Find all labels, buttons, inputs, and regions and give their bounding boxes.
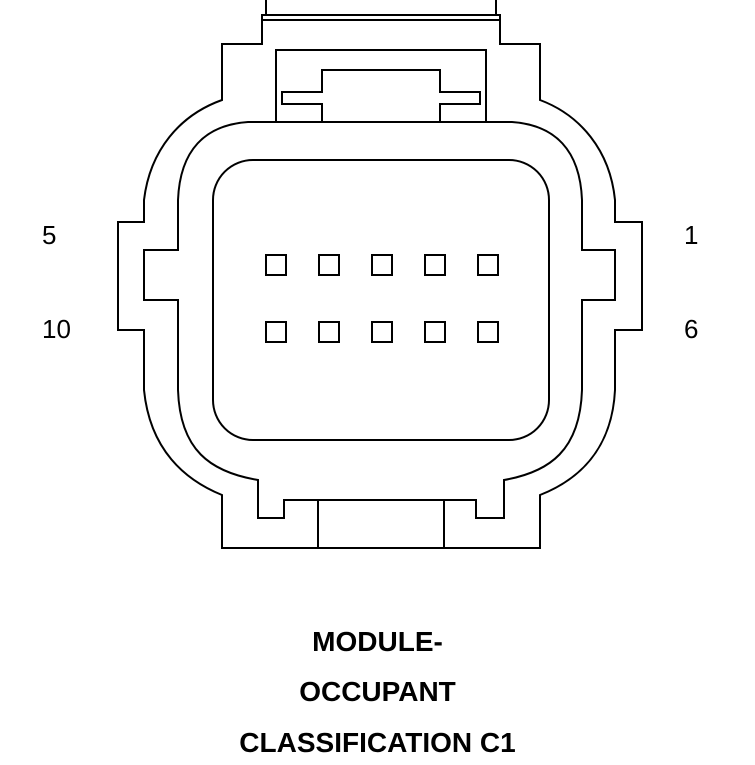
pin-cavity (265, 321, 287, 343)
bottom-key-notch (317, 500, 445, 548)
connector-outer-shell (117, 19, 643, 549)
pin-cavity (477, 254, 499, 276)
pin-cavity (318, 321, 340, 343)
latch-frame (275, 49, 487, 122)
pin-cavity-face (212, 159, 550, 441)
pin-cavity (371, 321, 393, 343)
pin-grid (265, 254, 499, 343)
caption-line-2: OCCUPANT (299, 676, 456, 707)
caption-line-3: CLASSIFICATION C1 (239, 727, 516, 758)
connector-inner-shell (143, 121, 616, 519)
pin-cavity (477, 321, 499, 343)
latch-outer (265, 0, 497, 16)
pin-label-1: 1 (684, 220, 699, 250)
pin-cavity (424, 254, 446, 276)
pin-label-10: 10 (42, 314, 71, 344)
latch-tab (281, 69, 481, 122)
pin-label-6: 6 (684, 314, 699, 344)
caption-line-1: MODULE- (312, 626, 443, 657)
pin-label-5: 5 (42, 220, 57, 250)
pin-cavity (318, 254, 340, 276)
pin-cavity (424, 321, 446, 343)
pin-cavity (265, 254, 287, 276)
pin-cavity (371, 254, 393, 276)
